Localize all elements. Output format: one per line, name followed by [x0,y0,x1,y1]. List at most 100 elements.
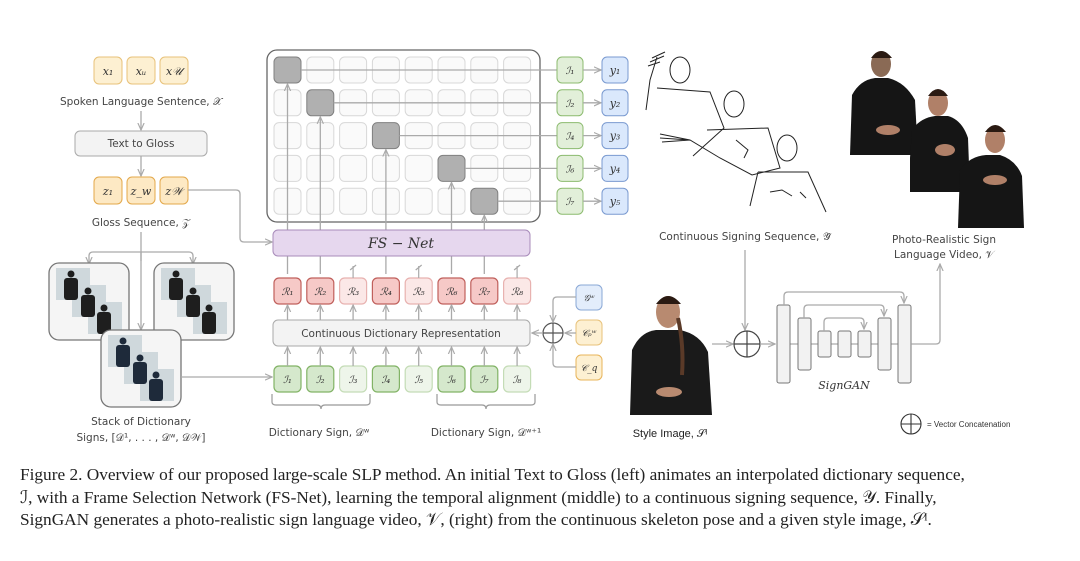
brace-dw [271,394,371,410]
gloss-sequence-label: Gloss Sequence, 𝒵 [92,217,191,229]
frame-label: ℐ₆ [447,375,456,386]
frame-label: ℐ₅ [414,375,423,386]
video-label-line2: Language Video, 𝒱 [894,249,996,261]
spoken-sentence-label: Spoken Language Sentence, 𝒳 [60,96,224,108]
blocked-mark [513,264,521,271]
output-label: y₁ [609,64,621,77]
output-box [601,122,629,150]
cdr-label: Continuous Dictionary Representation [301,328,501,340]
encoder-block [797,317,812,371]
grid-cell [339,187,368,215]
photo-realistic-video-frames [845,48,1024,228]
bottleneck-block [857,330,872,358]
selected-frame-label: ℐ₂ [566,99,575,110]
gloss-token: z𝒲 [164,185,185,198]
stack-label-line2: Signs, [𝒟¹, . . . , 𝒟ʷ, 𝒟𝒲] [76,432,205,444]
representation-label: ℛ₇ [478,287,490,298]
fs-net-label: FS − Net [367,236,434,252]
representation-box-selected [273,277,302,305]
gloss-tokens: z₁ z_w z𝒲 [93,176,189,205]
gloss-token: z_w [130,185,152,198]
output-label: y₃ [609,130,621,143]
caption-line-1: Figure 2. Overview of our proposed large… [20,465,965,484]
skeleton-sequence-illustration [645,51,827,213]
gloss-box [126,176,156,205]
blocked-mark [349,264,357,271]
grid-cell [339,154,368,182]
representation-label: ℛ₆ [446,287,458,298]
caption-line-3: SignGAN generates a photo-realistic sign… [20,510,932,529]
input-token: xᵤ [136,65,147,78]
frame-label: ℐ₃ [349,375,358,386]
grid-cell-selected [306,89,335,117]
stack-label-line1: Stack of Dictionary [91,416,191,428]
output-box [601,56,629,84]
grid-cell [404,187,433,215]
signgan-label: SignGAN [818,379,870,392]
representation-label: ℛ₃ [347,287,359,298]
selected-frames-column: ℐ₁ y₁ ℐ₂ y₂ ℐ₄ y₃ ℐ₆ y₄ ℐ₇ y₅ [556,56,629,215]
dictionary-sign-w-label: Dictionary Sign, 𝒟ʷ [269,427,370,439]
grid-cell-selected [437,154,466,182]
input-tokens: x₁ xᵤ x𝒰 [93,56,189,85]
dictionary-stack-2 [153,262,235,341]
representation-label: ℛ₁ [282,287,294,298]
brace-dw1 [436,394,536,410]
signgan-network [776,264,940,384]
style-image-label: Style Image, 𝒮ᴵ [633,428,708,440]
cpw-label: 𝒞ₚʷ [581,329,596,339]
encoder-block [776,304,791,384]
dictionary-sign-w1-label: Dictionary Sign, 𝒟ʷ⁺¹ [431,427,541,439]
frame-label: ℐ₈ [513,375,522,386]
gw-label: 𝒢ʷ [583,294,594,304]
blocked-mark [415,264,423,271]
representation-box-selected [371,277,400,305]
dictionary-stack-3 [100,329,182,408]
frame-label: ℐ₁ [283,375,292,386]
token-box [126,56,156,85]
representation-label: ℛ₄ [380,287,392,298]
bottleneck-block [817,330,832,358]
conditioning-inputs: 𝒢ʷ 𝒞ₚʷ 𝒞_q [575,284,603,381]
frame-label: ℐ₂ [316,375,325,386]
output-label: y₄ [609,162,621,175]
token-box [159,56,189,85]
output-box [601,187,629,215]
output-box [601,154,629,182]
text-to-gloss-label: Text to Gloss [107,138,175,150]
selected-frame-label: ℐ₄ [566,132,575,143]
overview-figure: x₁ xᵤ x𝒰 Spoken Language Sentence, 𝒳 Tex… [48,48,1024,444]
token-box [93,56,123,85]
caption-line-2: ℐ, with a Frame Selection Network (FS-Ne… [20,487,937,507]
selected-frame-label: ℐ₇ [566,197,575,208]
legend-label: = Vector Concatenation [927,420,1010,429]
output-box [601,89,629,117]
representation-box-selected [306,277,335,305]
continuous-dictionary-representation-box [272,319,531,347]
selected-frame-label: ℐ₆ [566,164,575,175]
output-label: y₂ [609,97,621,110]
representation-label: ℛ₈ [511,287,523,298]
frame-label: ℐ₄ [382,375,391,386]
video-label-line1: Photo-Realistic Sign [892,234,996,246]
fs-net-box [272,229,531,257]
grid-cell-selected [470,187,499,215]
decoder-block [877,317,892,371]
grid-cell-selected [273,56,302,84]
grid-cell-selected [371,122,400,150]
skeleton-label: Continuous Signing Sequence, 𝒴̂ [659,231,833,243]
input-token: x𝒰 [166,65,185,78]
cq-label: 𝒞_q [581,364,598,374]
representation-label: ℛ₅ [413,287,425,298]
gloss-box [93,176,123,205]
decoder-block [897,304,912,384]
dictionary-stack-1 [48,262,130,341]
output-label: y₅ [609,195,621,208]
grid-cell [339,122,368,150]
input-token: x₁ [103,65,114,78]
selected-frame-label: ℐ₁ [566,66,575,77]
style-image [630,296,712,415]
grid-cell [404,154,433,182]
figure-caption: Figure 2. Overview of our proposed large… [20,464,1060,532]
